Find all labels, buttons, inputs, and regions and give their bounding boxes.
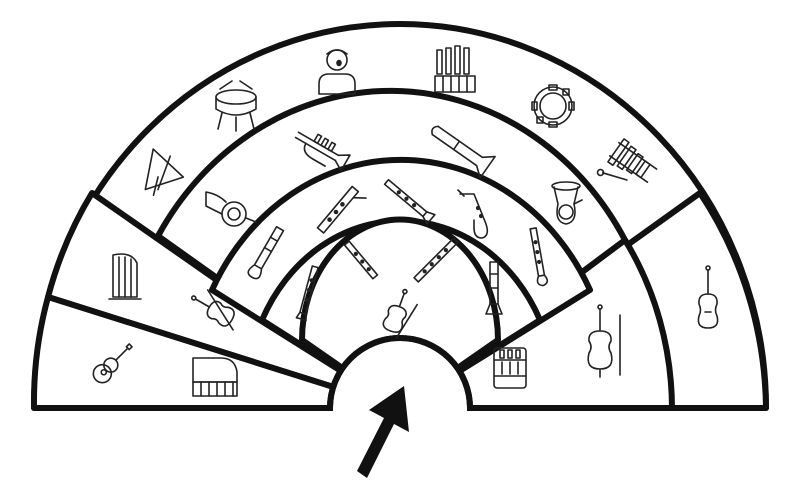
tambourine-icon	[531, 84, 575, 128]
conductor-arrow-icon	[357, 386, 409, 478]
english-horn-icon	[529, 227, 549, 287]
piano-icon	[192, 357, 238, 397]
cello-icon	[587, 304, 621, 378]
harp-icon	[108, 253, 142, 300]
oboe-icon	[383, 178, 436, 225]
xylophone-icon	[596, 138, 658, 183]
guitar-icon	[92, 343, 133, 384]
tuba-icon	[551, 181, 583, 225]
timpani-icon	[215, 80, 257, 132]
saxophone-icon	[457, 189, 489, 239]
french-horn-icon	[205, 191, 257, 227]
bassoon-icon	[316, 185, 367, 234]
trumpet-icon	[294, 131, 351, 172]
left-lower-wedge[interactable]	[30, 294, 403, 411]
flute-icon	[413, 237, 459, 283]
organ-icon	[434, 45, 476, 93]
trombone-icon	[431, 125, 496, 179]
clarinet-icon	[485, 261, 503, 315]
podium-arc	[327, 335, 473, 409]
violin-icon-left	[190, 289, 235, 331]
triangle-icon	[144, 148, 185, 197]
piccolo-icon	[343, 240, 379, 280]
vocalist-icon	[318, 49, 356, 95]
bass-clarinet-icon	[247, 225, 285, 280]
double-bass-icon	[697, 265, 719, 329]
accordion-icon	[493, 347, 527, 389]
violin-icon	[382, 288, 418, 339]
recorder-icon	[295, 265, 319, 322]
